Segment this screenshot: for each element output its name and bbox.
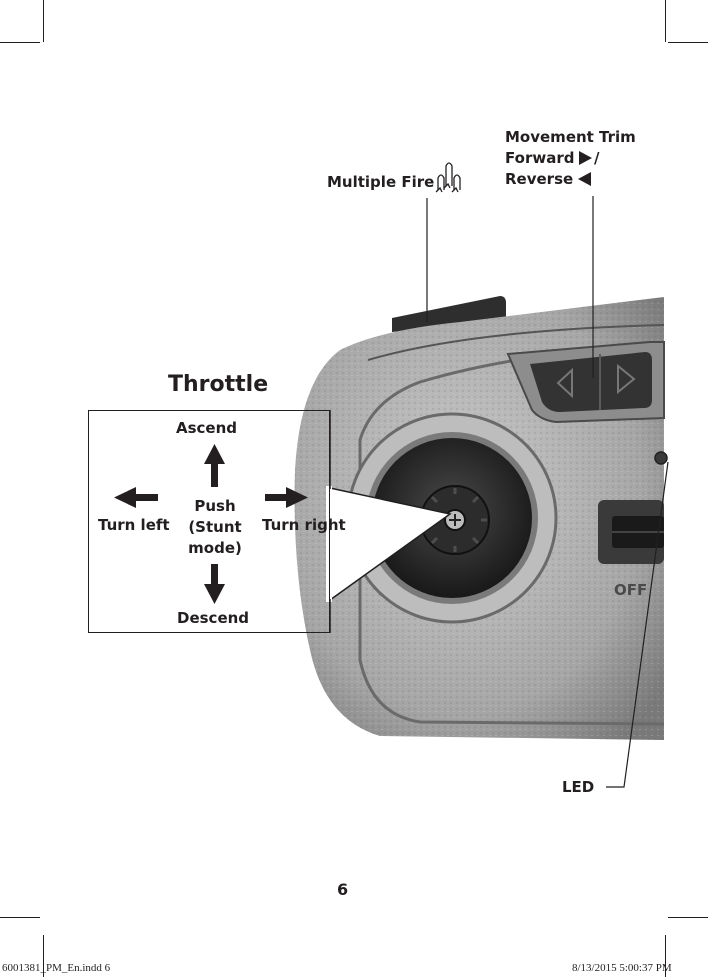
page-number: 6 — [337, 880, 349, 899]
crop-mark — [0, 917, 40, 918]
led-light — [654, 451, 668, 465]
off-label: OFF — [614, 581, 648, 599]
throttle-title: Throttle — [168, 372, 269, 397]
push-line: Push — [194, 497, 236, 515]
crop-mark — [668, 42, 708, 43]
trim-right-triangle — [617, 363, 636, 395]
footer-file-name: 6001381_PM_En.indd 6 — [2, 962, 111, 974]
multiple-fire-label: Multiple Fire — [327, 173, 435, 191]
crop-mark — [43, 935, 44, 977]
crop-mark — [668, 917, 708, 918]
crop-mark — [43, 0, 44, 42]
arrow-down-icon — [204, 564, 225, 604]
arrow-left-icon — [114, 487, 158, 508]
crop-mark — [665, 0, 666, 42]
push-stunt-label: Push (Stunt mode) — [180, 496, 250, 559]
trim-slash: / — [594, 149, 600, 167]
ascend-label: Ascend — [176, 419, 238, 437]
arrow-up-icon — [204, 444, 225, 487]
crop-mark — [0, 42, 40, 43]
stunt-line: (Stunt — [188, 518, 242, 536]
led-label: LED — [562, 778, 595, 796]
trim-left-triangle — [556, 367, 573, 399]
crop-mark — [665, 935, 666, 977]
forward-label: Forward — [505, 149, 575, 167]
arrow-right-icon — [265, 487, 308, 508]
missile-icon — [435, 162, 461, 193]
leader-line-led — [606, 461, 669, 788]
footer-timestamp: 8/13/2015 5:00:37 PM — [572, 962, 672, 974]
throttle-callout-box — [88, 410, 330, 633]
descend-label: Descend — [177, 609, 250, 627]
right-triangle-icon — [579, 151, 592, 165]
movement-trim-label: Movement Trim — [505, 128, 636, 146]
turn-left-label: Turn left — [98, 516, 170, 534]
reverse-label: Reverse — [505, 170, 574, 188]
turn-right-label: Turn right — [262, 516, 346, 534]
mode-line: mode) — [188, 539, 242, 557]
left-triangle-icon — [578, 172, 591, 186]
